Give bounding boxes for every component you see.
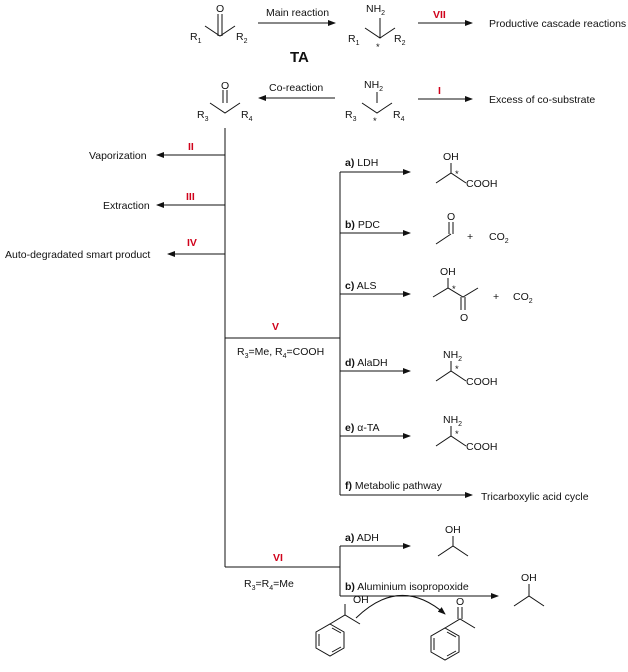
- svg-text:R4: R4: [393, 109, 405, 123]
- extraction-label: Extraction: [103, 200, 150, 212]
- aladh-label: d) AlaDH: [345, 357, 388, 369]
- numeral-vii: VII: [433, 9, 446, 21]
- productive-cascade-label: Productive cascade reactions: [489, 18, 626, 30]
- excess-cosubstrate-label: Excess of co-substrate: [489, 94, 595, 106]
- acetolactate: OH * O: [432, 266, 479, 324]
- phenylethanol: OH: [315, 594, 369, 657]
- numeral-vi: VI: [273, 552, 283, 564]
- svg-text:OH: OH: [445, 524, 461, 536]
- svg-text:COOH: COOH: [466, 178, 498, 190]
- aluminium-label: b) Aluminium isopropoxide: [345, 581, 469, 593]
- svg-text:R4: R4: [241, 109, 253, 123]
- svg-text:*: *: [376, 42, 380, 53]
- svg-text:+: +: [467, 231, 473, 243]
- co2-als: CO2: [513, 291, 533, 305]
- numeral-v: V: [272, 321, 279, 333]
- amine-donor: NH2 * R3 R4: [345, 79, 405, 127]
- adh-label: a) ADH: [345, 532, 379, 544]
- numeral-ii: II: [188, 141, 194, 153]
- numeral-iii: III: [186, 191, 195, 203]
- numeral-i: I: [438, 85, 441, 97]
- r1-label: R1: [190, 31, 202, 45]
- svg-text:OH: OH: [440, 266, 456, 278]
- svg-text:OH: OH: [353, 594, 369, 606]
- svg-text:R3: R3: [345, 109, 357, 123]
- co-reaction-label: Co-reaction: [269, 82, 323, 94]
- alanine-aladh: NH2 * COOH: [435, 349, 498, 388]
- svg-text:NH2: NH2: [364, 79, 383, 93]
- svg-text:COOH: COOH: [466, 376, 498, 388]
- isopropanol-al: OH: [513, 572, 545, 607]
- svg-text:R3: R3: [197, 109, 209, 123]
- svg-text:OH: OH: [521, 572, 537, 584]
- auto-degradated-label: Auto-degradated smart product: [5, 249, 150, 261]
- isopropanol-adh: OH: [437, 524, 469, 557]
- svg-text:R2: R2: [394, 33, 406, 47]
- svg-text:O: O: [456, 596, 464, 608]
- co2-pdc: CO2: [489, 231, 509, 245]
- svg-text:NH2: NH2: [443, 414, 462, 428]
- alanine-alpha-ta: NH2 * COOH: [435, 414, 498, 453]
- svg-text:COOH: COOH: [466, 441, 498, 453]
- als-label: c) ALS: [345, 280, 377, 292]
- svg-text:O: O: [221, 80, 229, 92]
- svg-text:*: *: [455, 429, 459, 440]
- svg-text:O: O: [460, 312, 468, 324]
- svg-text:NH2: NH2: [366, 3, 385, 17]
- svg-text:O: O: [447, 211, 455, 223]
- numeral-iv: IV: [187, 237, 197, 249]
- alpha-ta-label: e) α-TA: [345, 422, 379, 434]
- main-reaction-label: Main reaction: [266, 7, 329, 19]
- ketone-r1-r2: O R1 R2: [190, 3, 248, 45]
- svg-text:*: *: [452, 284, 456, 295]
- svg-text:*: *: [373, 116, 377, 127]
- svg-text:*: *: [455, 364, 459, 375]
- svg-text:+: +: [493, 291, 499, 303]
- tricarboxylic-label: Tricarboxylic acid cycle: [481, 491, 589, 503]
- pdc-label: b) PDC: [345, 219, 380, 231]
- r2-label: R2: [236, 31, 248, 45]
- acetaldehyde: O: [435, 211, 455, 245]
- acetophenone: O: [430, 596, 476, 661]
- ta-label: TA: [290, 49, 309, 66]
- svg-text:*: *: [455, 169, 459, 180]
- metabolic-label: f) Metabolic pathway: [345, 480, 443, 492]
- curved-arrow: [355, 594, 446, 619]
- chiral-amine-product: NH2 * R1 R2: [348, 3, 406, 53]
- svg-text:R1: R1: [348, 33, 360, 47]
- vaporization-label: Vaporization: [89, 150, 147, 162]
- ketone-r3-r4: O R3 R4: [197, 80, 253, 123]
- lactic-acid: OH * COOH: [435, 151, 498, 190]
- svg-text:O: O: [216, 3, 224, 15]
- condition-v: R3=Me, R4=COOH: [237, 346, 324, 360]
- ldh-label: a) LDH: [345, 157, 378, 169]
- svg-text:OH: OH: [443, 151, 459, 163]
- condition-vi: R3=R4=Me: [244, 578, 294, 592]
- svg-text:NH2: NH2: [443, 349, 462, 363]
